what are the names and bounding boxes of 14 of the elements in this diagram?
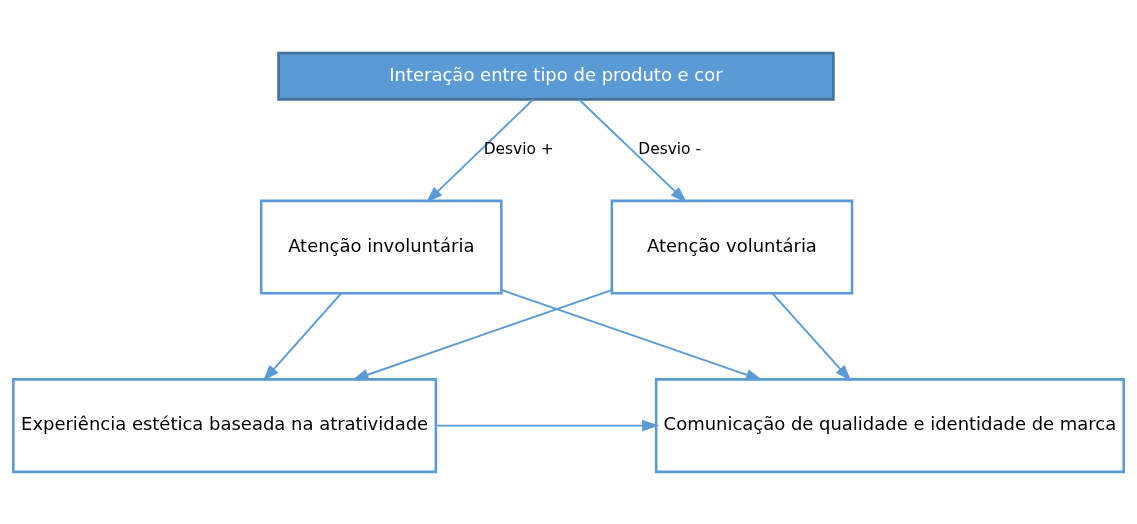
arrow <box>435 419 659 431</box>
arrow <box>262 292 342 381</box>
arrow <box>351 288 613 380</box>
arrow <box>771 292 852 381</box>
node-box: Experiência estética baseada na atratividade <box>12 377 438 473</box>
node-box: Atenção involuntária <box>259 199 503 295</box>
node-box: Interação entre tipo de produto e cor <box>277 51 835 101</box>
node-box: Atenção voluntária <box>610 199 854 295</box>
edge-label: Desvio + <box>483 139 554 158</box>
arrow <box>500 288 763 380</box>
node-box: Comunicação de qualidade e identidade de marca <box>654 377 1125 473</box>
arrow <box>578 98 687 203</box>
edge-label: Desvio - <box>638 139 701 158</box>
arrow <box>426 98 535 203</box>
